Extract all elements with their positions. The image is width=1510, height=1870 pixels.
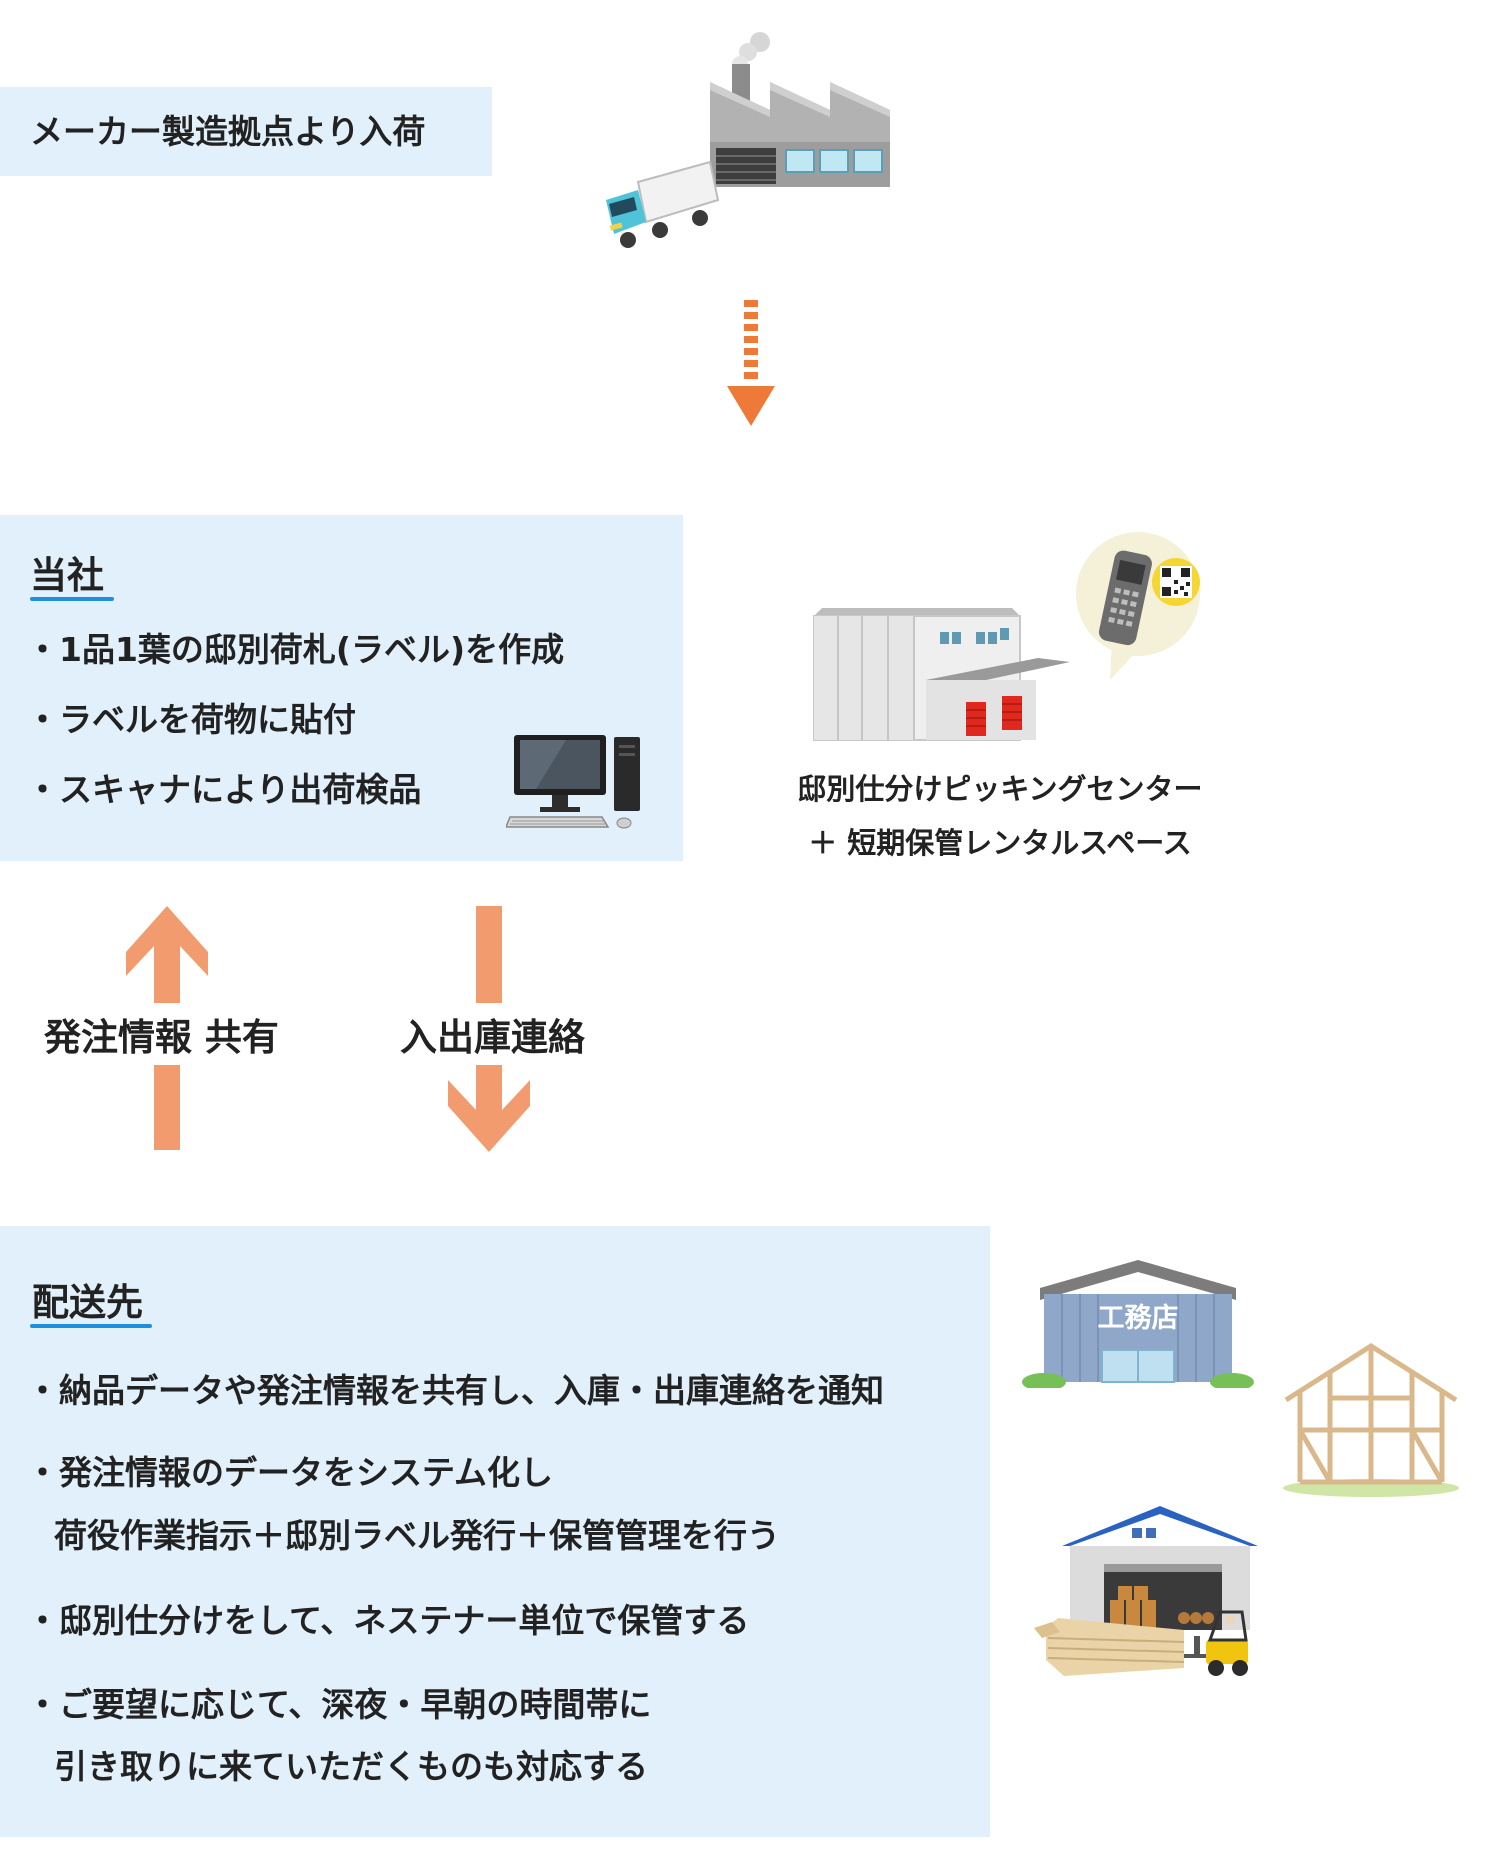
house-frame-icon [1283,1343,1459,1497]
center-caption-line2: ＋ 短期保管レンタルスペース [808,826,1192,860]
handheld-scanner-icon [1076,532,1200,680]
forklift-icon [1184,1610,1248,1676]
company-title: 当社 [30,554,104,597]
dashed-arrow-down-icon [727,300,775,426]
delivery-bullet-4-line2: 引き取りに来ていただくものも対応する [54,1747,648,1786]
center-caption-line1: 邸別仕分けピッキングセンター [797,772,1203,806]
delivery-box: 配送先 ・納品データや発注情報を共有し、入庫・出庫連絡を通知 ・発注情報のデータ… [0,1226,990,1837]
construction-shop-icon: 工務店 [1022,1254,1254,1388]
flow-label-order-info: 発注情報 共有 [44,1003,279,1065]
lumber-warehouse-icon [1034,1506,1258,1676]
shop-sign: 工務店 [1097,1303,1179,1334]
desktop-computer-icon [506,735,640,829]
truck-icon [606,160,720,248]
delivery-bullet-3: ・邸別仕分けをして、ネステナー単位で保管する [26,1601,750,1640]
delivery-title-underline [30,1324,152,1328]
company-box: 当社 ・1品1葉の邸別荷札(ラベル)を作成 ・ラベルを荷物に貼付 ・スキャナによ… [0,515,683,861]
company-title-underline [30,597,114,601]
delivery-bullet-1: ・納品データや発注情報を共有し、入庫・出庫連絡を通知 [26,1371,884,1410]
qr-code-icon [1152,558,1200,606]
delivery-title: 配送先 [32,1281,143,1324]
source-label: メーカー製造拠点より入荷 [30,112,426,151]
delivery-bullet-2-line1: ・発注情報のデータをシステム化し [26,1453,554,1492]
delivery-bullet-4-line1: ・ご要望に応じて、深夜・早朝の時間帯に [26,1685,652,1724]
warehouse-icon [813,608,1070,741]
source-box: メーカー製造拠点より入荷 [0,87,492,176]
company-bullet-1: ・1品1葉の邸別荷札(ラベル)を作成 [26,630,565,669]
company-bullet-3: ・スキャナにより出荷検品 [26,770,422,809]
flow-label-inout-notice: 入出庫連絡 [400,1003,585,1065]
factory-icon [710,32,890,187]
delivery-bullet-2-line2: 荷役作業指示＋邸別ラベル発行＋保管管理を行う [54,1516,780,1555]
company-bullet-2: ・ラベルを荷物に貼付 [26,700,356,739]
